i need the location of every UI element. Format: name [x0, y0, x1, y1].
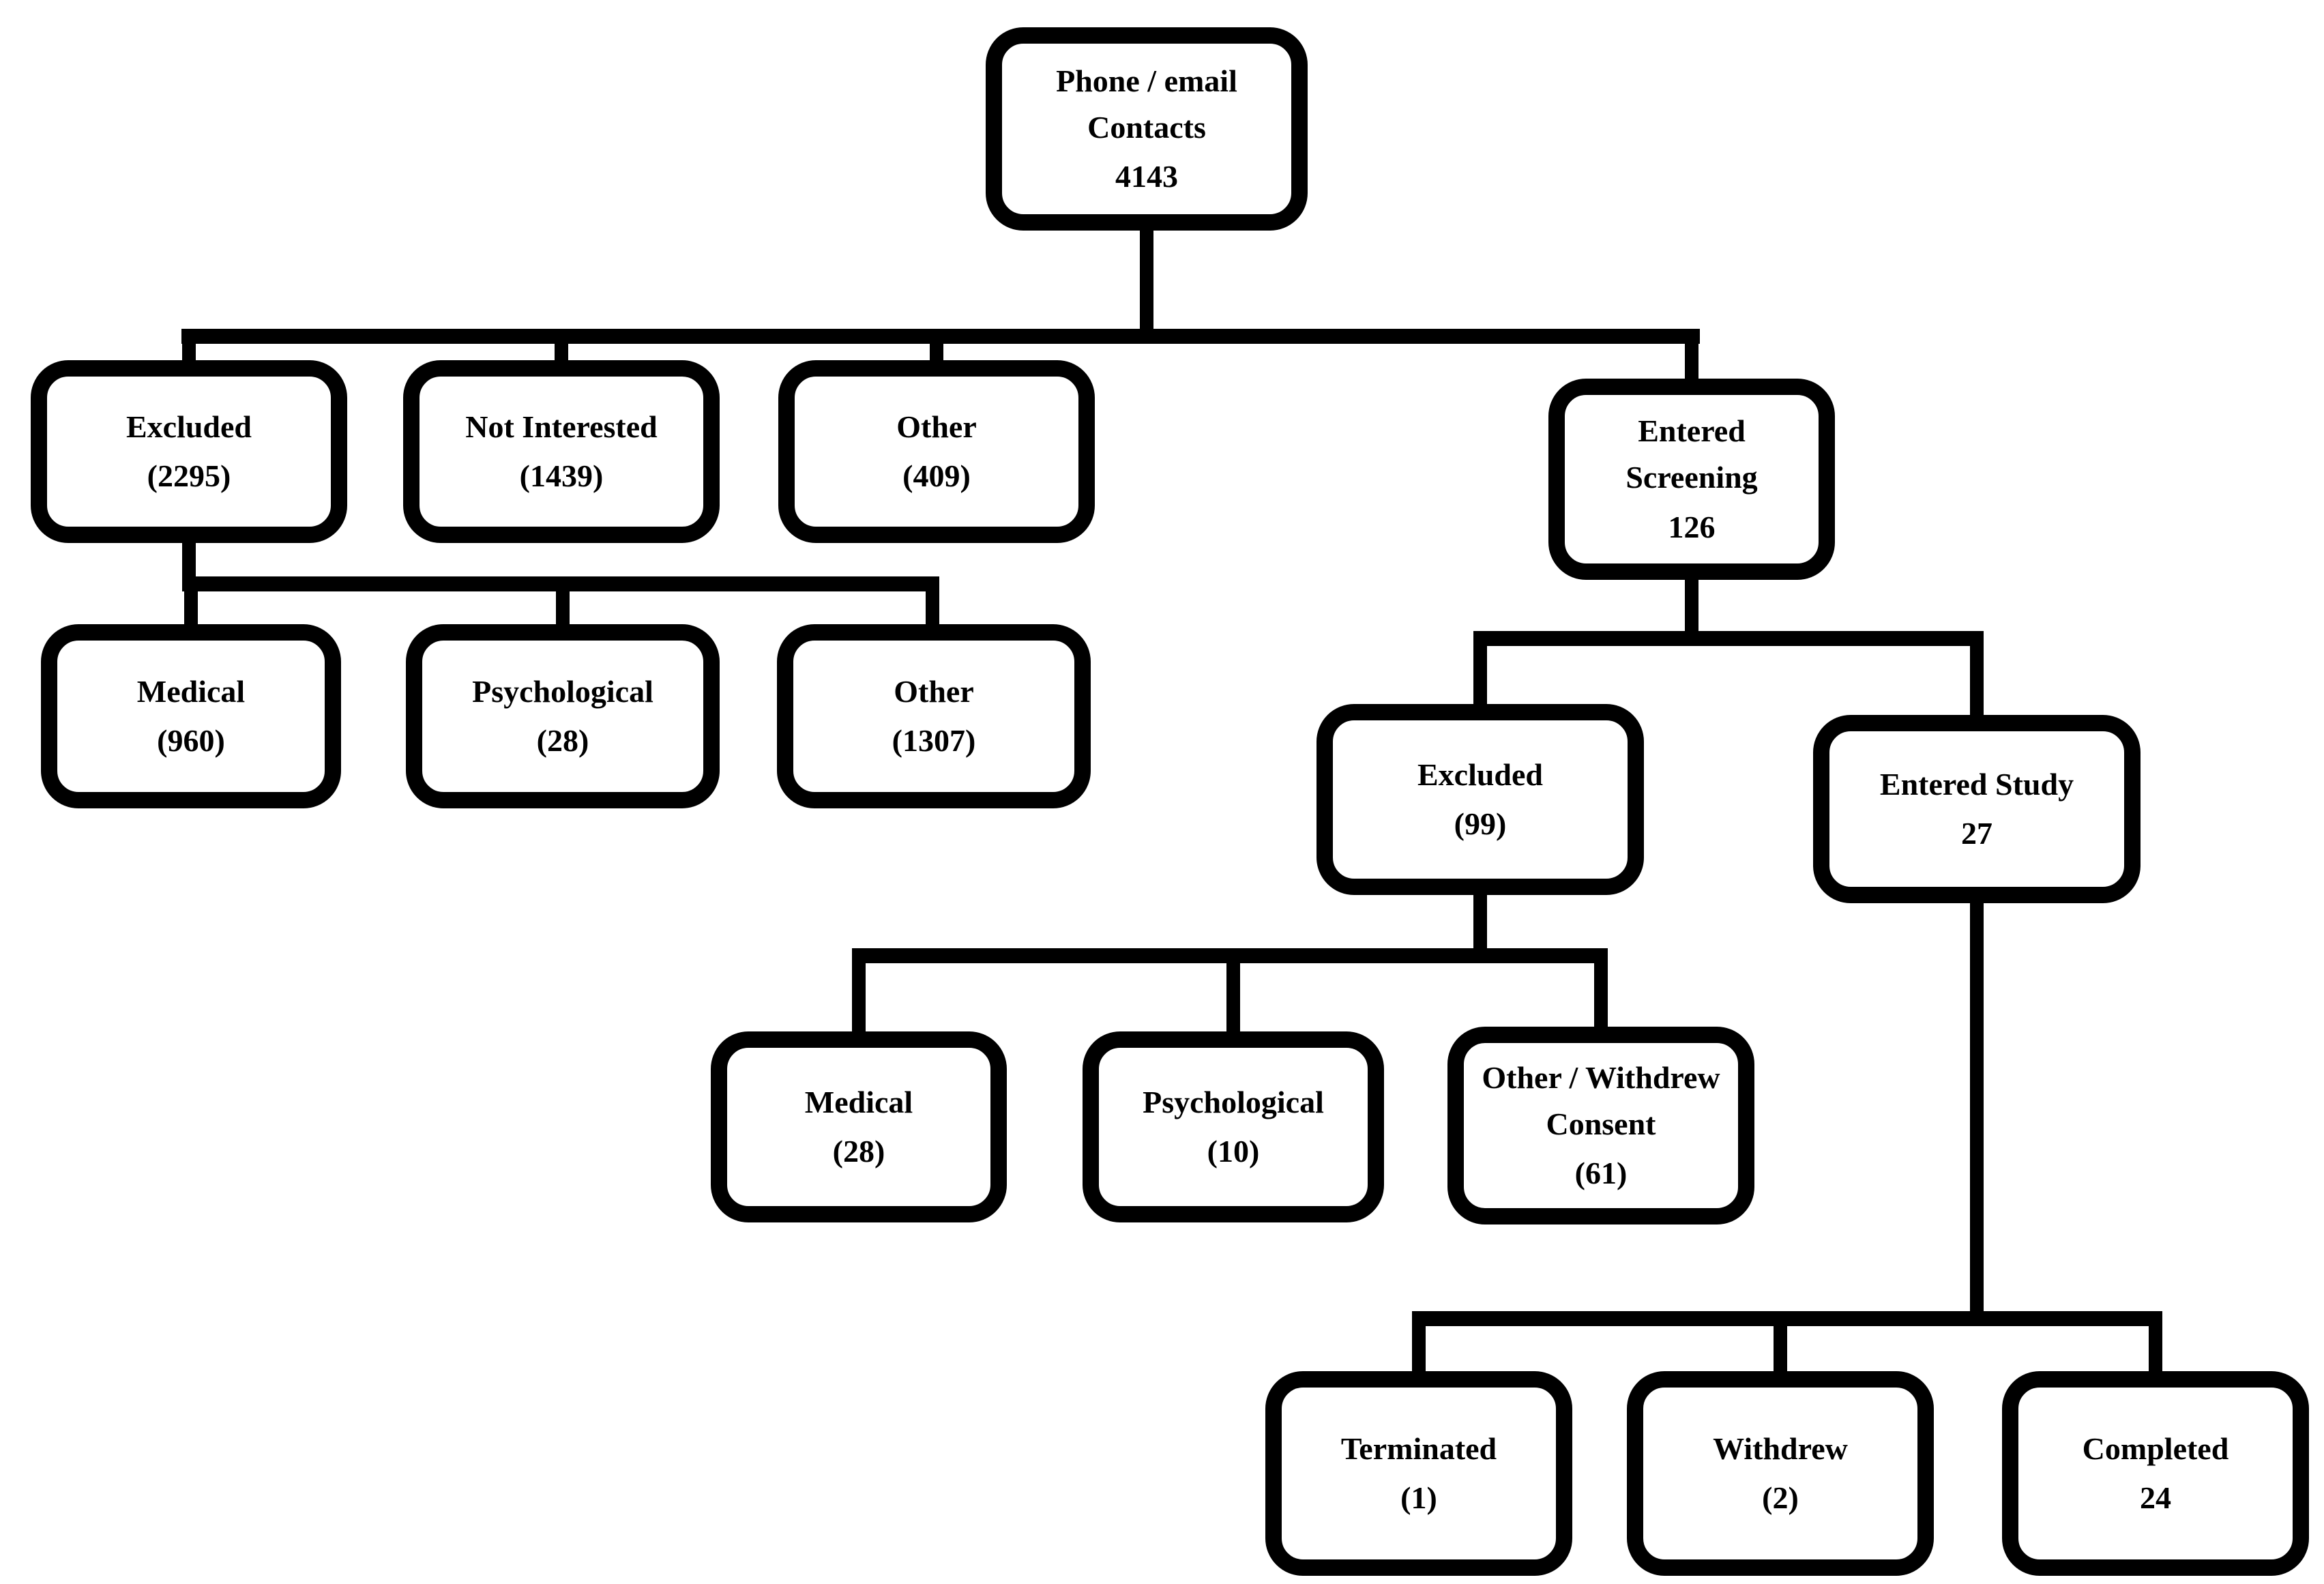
node-label: Not Interested — [465, 409, 658, 444]
node-value: 27 — [1961, 816, 1992, 851]
node-label: Entered Screening — [1626, 413, 1758, 495]
node-completed: Completed 24 — [2002, 1371, 2309, 1576]
node-value: (61) — [1574, 1156, 1628, 1191]
node-value: (1) — [1400, 1480, 1437, 1515]
connector-entered-study-down — [1970, 899, 1984, 1319]
node-value: (1439) — [519, 458, 604, 493]
node-phone-email-contacts: Phone / email Contacts 4143 — [986, 27, 1308, 231]
node-value: (409) — [902, 458, 971, 493]
node-label: Phone / email Contacts — [1056, 63, 1237, 145]
connector-stub-excluded-psychological — [556, 587, 570, 634]
node-value: (960) — [157, 723, 225, 758]
node-label: Medical — [804, 1084, 913, 1119]
node-label: Other / Withdrew Consent — [1482, 1059, 1720, 1141]
connector-stub-screening-psychological — [1226, 958, 1240, 1037]
node-value: (2295) — [147, 458, 231, 493]
node-excluded-medical: Medical (960) — [41, 624, 341, 808]
connector-excluded-down — [182, 539, 196, 583]
connector-stub-withdrew — [1774, 1322, 1787, 1378]
connector-stub-screening-other-withdrew — [1594, 958, 1608, 1033]
connector-row5-horizontal — [1412, 1311, 2162, 1326]
connector-row3-horizontal — [182, 576, 939, 591]
connector-phone-down — [1140, 225, 1153, 334]
node-value: (28) — [536, 723, 589, 758]
connector-screening-down — [1685, 576, 1698, 645]
connector-stub-screening-medical — [852, 958, 866, 1037]
node-label: Medical — [136, 673, 246, 709]
node-excluded-contacts: Excluded (2295) — [31, 360, 347, 543]
node-value: (10) — [1207, 1134, 1260, 1169]
node-withdrew: Withdrew (2) — [1627, 1371, 1934, 1576]
node-label: Entered Study — [1879, 766, 2074, 802]
connector-stub-terminated — [1412, 1322, 1426, 1378]
connector-screening-excluded-down — [1473, 890, 1487, 958]
node-excluded-other: Other (1307) — [777, 624, 1091, 808]
node-label: Other — [896, 409, 977, 444]
connector-stub-entered-study — [1970, 641, 1984, 723]
node-value: (2) — [1762, 1480, 1799, 1515]
node-value: 126 — [1668, 509, 1716, 544]
node-label: Psychological — [1143, 1084, 1324, 1119]
node-screening-excluded: Excluded (99) — [1317, 704, 1644, 895]
node-label: Completed — [2082, 1431, 2229, 1466]
connector-stub-screening-excluded — [1473, 641, 1487, 713]
node-screening-medical: Medical (28) — [711, 1031, 1007, 1222]
connector-stub-excluded-medical — [184, 587, 198, 634]
node-not-interested: Not Interested (1439) — [403, 360, 720, 543]
node-label: Withdrew — [1713, 1431, 1848, 1466]
node-screening-psychological: Psychological (10) — [1083, 1031, 1384, 1222]
node-entered-screening: Entered Screening 126 — [1548, 379, 1835, 580]
connector-screening-horizontal — [1473, 631, 1984, 646]
node-terminated: Terminated (1) — [1265, 1371, 1572, 1576]
connector-row4-horizontal — [852, 948, 1608, 963]
node-entered-study: Entered Study 27 — [1813, 715, 2141, 903]
node-label: Psychological — [472, 673, 653, 709]
connector-stub-completed — [2149, 1322, 2162, 1378]
node-value: 24 — [2140, 1480, 2171, 1515]
connector-stub-excluded-other — [926, 587, 939, 634]
node-other-contacts: Other (409) — [778, 360, 1095, 543]
node-label: Other — [894, 673, 974, 709]
node-label: Terminated — [1340, 1431, 1497, 1466]
node-label: Excluded — [1417, 757, 1544, 792]
node-value: (28) — [832, 1134, 885, 1169]
node-value: (1307) — [892, 723, 976, 758]
node-screening-other-withdrew-consent: Other / Withdrew Consent (61) — [1447, 1027, 1754, 1224]
node-value: (99) — [1454, 806, 1507, 841]
node-label: Excluded — [126, 409, 252, 444]
node-value: 4143 — [1115, 159, 1178, 194]
node-excluded-psychological: Psychological (28) — [406, 624, 720, 808]
